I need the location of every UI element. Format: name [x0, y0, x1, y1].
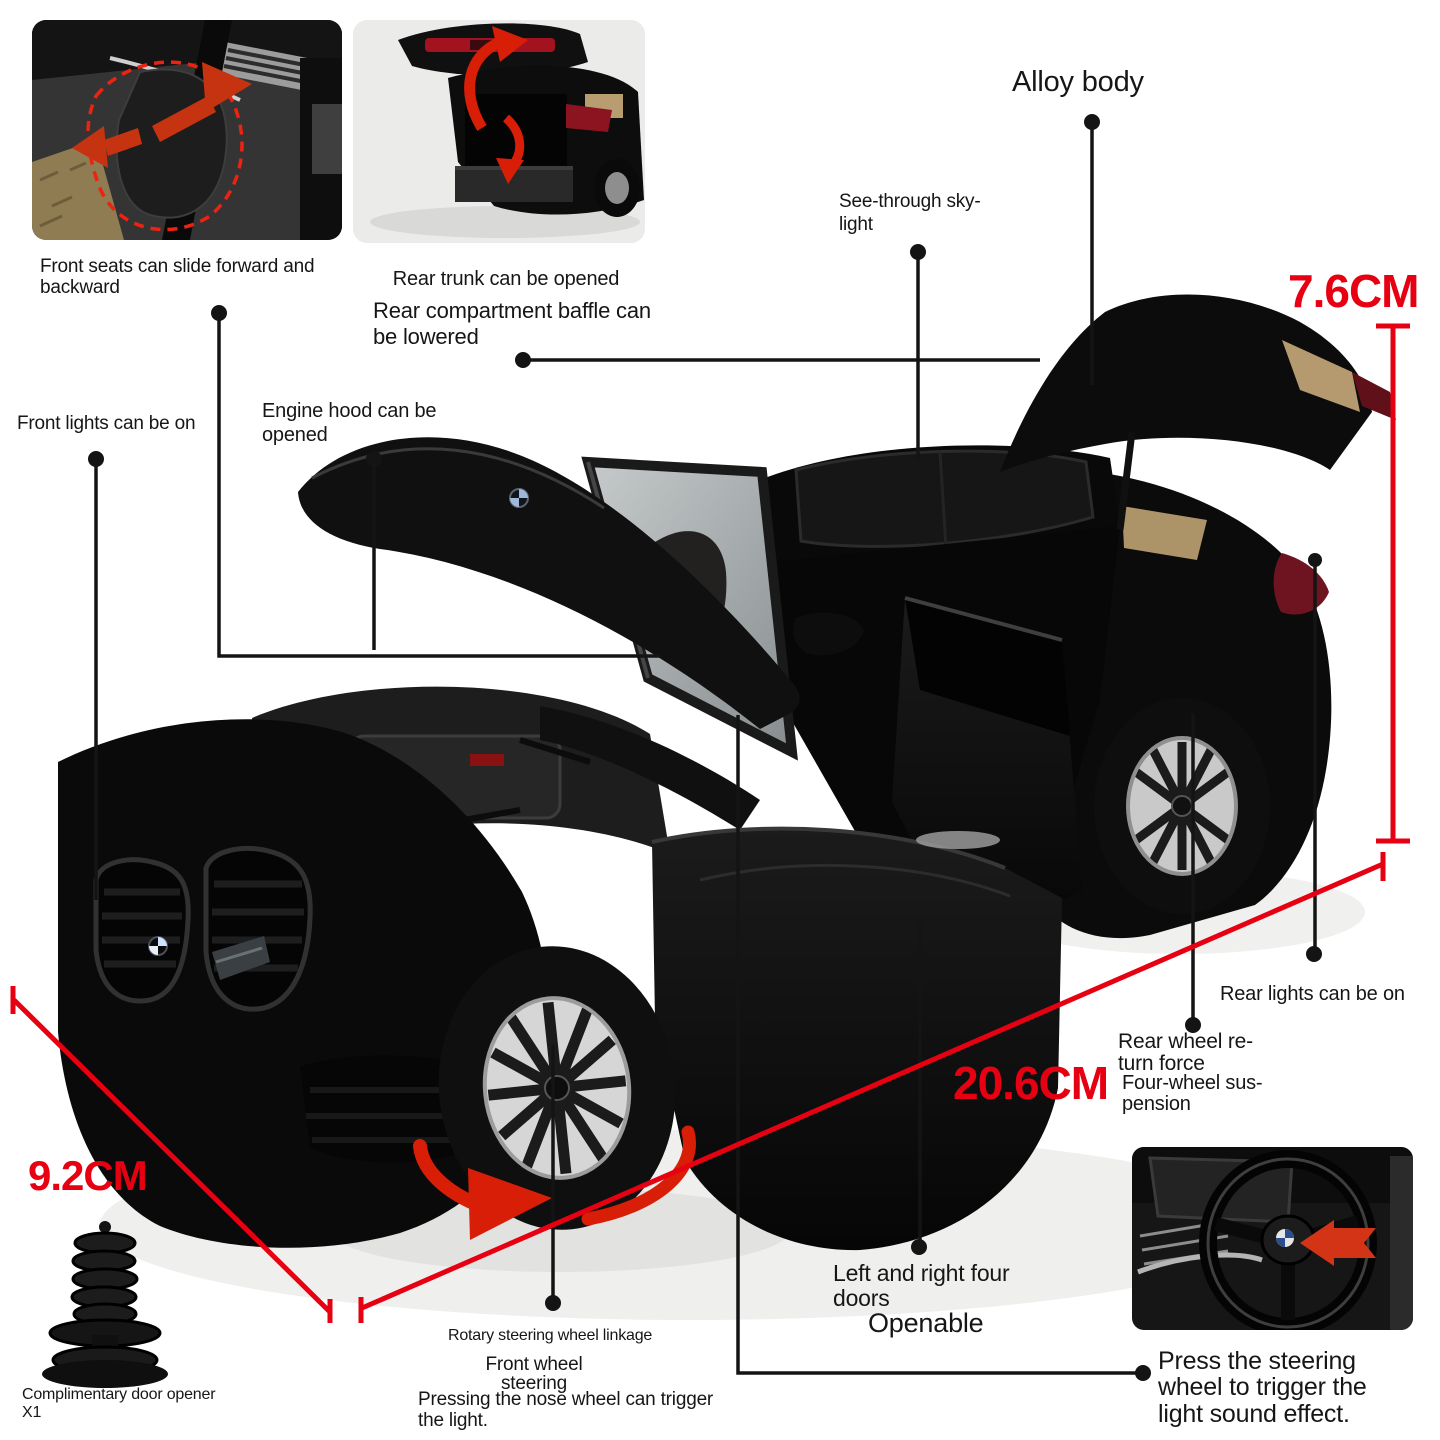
callout-lines — [94, 122, 1317, 1375]
skylight-label: See-through sky- light — [839, 191, 981, 235]
rear-trunk-inset-photo — [353, 20, 645, 243]
width-dimension-line — [10, 986, 333, 1323]
tailgate-tail-light — [1352, 372, 1396, 420]
length-dimension-line — [358, 852, 1386, 1323]
rear-window-tan — [1122, 506, 1207, 560]
rear-lights-label: Rear lights can be on — [1220, 983, 1405, 1005]
slide-backward-arrow-icon — [72, 126, 142, 168]
callout-dots — [88, 114, 1322, 1381]
baffle-caption: Rear compartment baffle can be lowered — [373, 298, 651, 350]
steering-inset-photo — [1132, 1147, 1413, 1330]
wheel-rotation-arrow-icon — [413, 1125, 696, 1240]
press-steering-label: Press the steering wheel to trigger the … — [1158, 1347, 1367, 1428]
hood-open — [298, 437, 800, 729]
sunroof-glass — [794, 449, 1095, 548]
headlight — [212, 936, 270, 980]
length-dimension-value: 20.6CM — [953, 1057, 1109, 1109]
rear-wheel-return-label: Rear wheel re- turn force — [1118, 1030, 1253, 1076]
engine-hood-label: Engine hood can be opened — [262, 400, 437, 446]
rotary-linkage-label: Rotary steering wheel linkage — [448, 1327, 653, 1344]
rear-trunk-caption: Rear trunk can be opened — [392, 268, 620, 290]
press-steering-callout-line — [736, 715, 1143, 1375]
front-seats-inset-photo — [32, 20, 342, 240]
alloy-body-label: Alloy body — [1012, 66, 1144, 98]
steering-wheel — [1199, 1150, 1377, 1330]
press-wheel-arrow-icon — [1300, 1220, 1376, 1266]
openable-label: Openable — [868, 1308, 984, 1338]
car-photo — [58, 294, 1396, 1251]
trunk-open-arrow-icon — [464, 26, 528, 131]
dimension-lines — [10, 323, 1410, 1323]
width-dimension-value: 9.2CM — [28, 1152, 148, 1199]
slide-range-dashed-outline — [86, 60, 244, 232]
slide-forward-arrow-icon — [152, 62, 252, 142]
door-opener-caption: Complimentary door opener X1 — [22, 1386, 216, 1422]
height-dimension-value: 7.6CM — [1288, 265, 1419, 317]
tailgate-inner-tan — [1282, 340, 1360, 412]
front-wheel-steering-label: Front wheel steering — [485, 1354, 583, 1394]
four-doors-label: Left and right four doors — [833, 1260, 1010, 1312]
height-dimension-line — [1376, 323, 1410, 844]
front-seats-callout-line — [217, 313, 660, 658]
front-door-open — [652, 828, 1062, 1251]
nose-wheel-light-label: Pressing the nose wheel can trigger the … — [418, 1389, 714, 1431]
door-opener-photo — [42, 1221, 168, 1388]
four-wheel-suspension-label: Four-wheel sus- pension — [1122, 1072, 1263, 1115]
front-wheel — [438, 946, 676, 1230]
front-seats-caption: Front seats can slide forward and backwa… — [40, 256, 315, 299]
rear-wheel — [1094, 698, 1270, 914]
front-lights-label: Front lights can be on — [17, 413, 196, 434]
baffle-lower-arrow-icon — [496, 114, 525, 184]
door-handle — [916, 831, 1000, 849]
side-mirror — [793, 612, 864, 656]
